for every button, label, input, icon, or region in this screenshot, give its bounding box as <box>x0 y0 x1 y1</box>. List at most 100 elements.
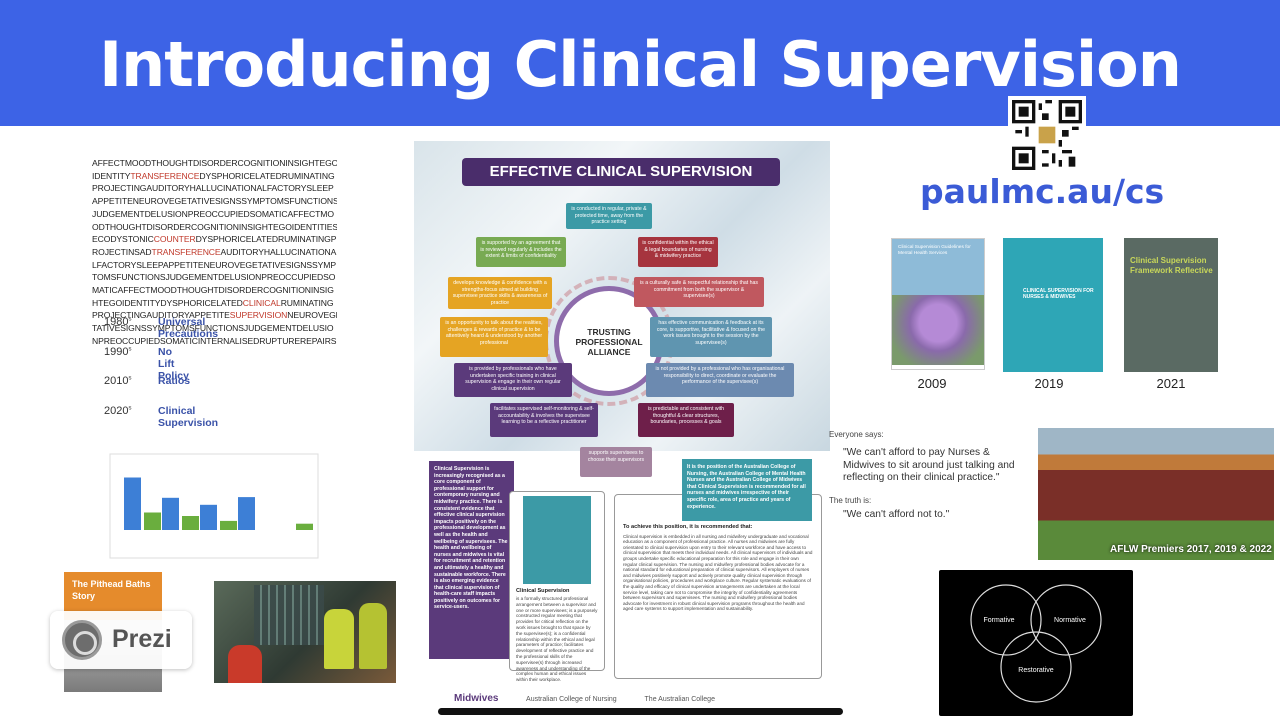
word-wall-line: IDENTITYTRANSFERENCEDYSPHORICELATEDRUMIN… <box>92 170 337 183</box>
word-wall-line: TOMSFUNCTIONSJUDGEMENTDELUSIONPREOCCUPIE… <box>92 271 337 284</box>
poster-position-panel: It is the position of the Australian Col… <box>682 459 812 521</box>
prezi-badge[interactable]: Prezi <box>50 611 192 669</box>
venn-circle-restorative <box>1000 631 1072 703</box>
everyone-says: Everyone says: <box>829 430 884 439</box>
poster-rbox-heading: To achieve this position, it is recommen… <box>623 524 753 530</box>
word-wall-line: TATIVESIGNSSYMPTOMSFUNCTIONSJUDGEMENTDEL… <box>92 322 337 335</box>
mini-chart-frame <box>109 453 319 559</box>
word-wall-line: LFACTORYSLEEPAPPETITENEUROVEGETATIVESIGN… <box>92 259 337 272</box>
venn-circle-formative <box>970 584 1042 656</box>
poster-book-thumb <box>523 496 591 584</box>
timeline-label: No Lift Policy <box>158 345 189 382</box>
word-wall-segment: AFFECTMOODTHOUGHTDISORDERCOGNITIONINSIGH… <box>92 158 337 168</box>
poster-center-text: TRUSTING PROFESSIONAL ALLIANCE <box>575 327 643 357</box>
poster-recommendations: To achieve this position, it is recommen… <box>614 494 822 679</box>
word-wall-segment: ROJECTINSAD <box>92 246 152 257</box>
poster-mid-body: is a formally structured professional ar… <box>516 596 598 683</box>
qr-code[interactable] <box>1008 96 1086 174</box>
word-wall-line: AFFECTMOODTHOUGHTDISORDERCOGNITIONINSIGH… <box>92 157 337 170</box>
prezi-logo-icon <box>62 620 102 660</box>
truth-is: The truth is: <box>829 496 872 505</box>
poster-mid-panel: Clinical Supervision is a formally struc… <box>509 491 605 682</box>
word-wall-segment: IDENTITY <box>92 170 131 181</box>
document-2021[interactable]: Clinical Supervision Framework Reflectiv… <box>1124 238 1218 372</box>
venn-circle-normative <box>1030 584 1102 656</box>
word-wall-highlight: SUPERVISION <box>229 310 288 321</box>
venn-label-restorative: Restorative <box>1018 667 1054 674</box>
document-2019[interactable]: CLINICAL SUPERVISION FOR NURSES & MIDWIV… <box>1003 238 1103 372</box>
team-caption: AFLW Premiers 2017, 2019 & 2022 <box>1110 544 1272 555</box>
poster-card: supports supervisees to choose their sup… <box>580 447 652 477</box>
timeline-year: 2010s <box>104 375 132 387</box>
poster-card: is predictable and consistent with thoug… <box>638 403 734 437</box>
word-wall-line: NPREOCCUPIEDSOMATICINTERNALISEDRUPTURERE… <box>92 335 337 348</box>
website-link[interactable]: paulmc.au/cs <box>920 172 1165 211</box>
clinical-supervision-poster: EFFECTIVE CLINICAL SUPERVISION TRUSTING … <box>414 141 830 716</box>
mini-chart-bar <box>162 497 179 530</box>
year-2019: 2019 <box>1034 376 1064 391</box>
venn-label-normative: Normative <box>1054 617 1086 624</box>
mini-chart-bar <box>200 504 217 530</box>
poster-logos: Midwives Australian College of Nursing T… <box>454 693 741 704</box>
word-wall-line: ECODYSTONICCOUNTERDYSPHORICELATEDRUMINAT… <box>92 233 337 246</box>
word-wall-line: MATICAFFECTMOODTHOUGHTDISORDERCOGNITIONI… <box>92 284 337 297</box>
logo-acmhn: The Australian College <box>644 696 715 703</box>
jacaranda-photo <box>892 295 984 365</box>
poster-card: is not provided by a professional who ha… <box>646 363 794 397</box>
poster-card: has effective communication & feedback a… <box>650 317 772 357</box>
word-wall-segment: NPREOCCUPIEDSOMATICINTERNALISEDRUPTURERE… <box>92 335 337 346</box>
word-wall-segment: ECODYSTONIC <box>92 234 154 245</box>
poster-left-panel: Clinical Supervision is increasingly rec… <box>429 461 514 659</box>
word-wall-segment: DYSPHORICELATEDRUMINATING <box>199 170 335 181</box>
word-wall-segment: LFACTORYSLEEPAPPETITENEUROVEGETATIVESIGN… <box>92 259 336 270</box>
poster-title: EFFECTIVE CLINICAL SUPERVISION <box>462 158 780 186</box>
word-wall-segment: PROJECTINGAUDITORYAPPETITE <box>92 310 230 321</box>
venn-label-formative: Formative <box>983 617 1014 624</box>
horizontal-scrollbar[interactable] <box>438 708 843 715</box>
mini-chart-bar <box>144 512 161 530</box>
word-wall-segment: JUDGEMENTDELUSIONPREOCCUPIEDSOMATICAFFEC… <box>92 208 334 219</box>
mini-chart-bar <box>220 520 237 530</box>
poster-card: is an opportunity to talk about the real… <box>440 317 548 357</box>
page-title: Introducing Clinical Supervision <box>99 28 1182 101</box>
word-wall-line: PROJECTINGAUDITORYAPPETITESUPERVISIONNEU… <box>92 309 337 322</box>
poster-card: is confidential within the ethical & leg… <box>638 237 718 267</box>
year-2009: 2009 <box>917 376 947 391</box>
word-wall-segment: DYSPHORICELATEDRUMINATINGP <box>195 234 337 245</box>
word-wall-segment: APPETITENEUROVEGETATIVESIGNSSYMPTOMSFUNC… <box>92 196 337 207</box>
year-2021: 2021 <box>1156 376 1186 391</box>
word-wall-segment: TATIVESIGNSSYMPTOMSFUNCTIONSJUDGEMENTDEL… <box>92 323 334 334</box>
word-wall-highlight: TRANSFERENCE <box>151 246 221 257</box>
logo-acn: Australian College of Nursing <box>526 696 617 703</box>
title-banner: Introducing Clinical Supervision <box>0 0 1280 126</box>
poster-card: develops knowledge & confidence with a s… <box>448 277 552 309</box>
aflw-team-photo: AFLW Premiers 2017, 2019 & 2022 <box>1038 428 1274 560</box>
poster-rbox-body: Clinical supervision is embedded in all … <box>623 533 813 612</box>
timeline-year: 1990s <box>104 345 132 358</box>
mini-chart-bar <box>182 516 199 530</box>
word-wall-segment: ODTHOUGHTDISORDERCOGNITIONINSIGHTEGOIDEN… <box>92 221 337 232</box>
word-wall-segment: AUDITORYHALLUCINATIONA <box>220 246 337 257</box>
word-wall-line: ROJECTINSADTRANSFERENCEAUDITORYHALLUCINA… <box>92 246 337 259</box>
word-wall-segment: HTEGOIDENTITYDYSPHORICELATED <box>92 297 243 308</box>
doc-2019-title: CLINICAL SUPERVISION FOR NURSES & MIDWIV… <box>1023 288 1094 300</box>
mini-chart-bar <box>238 497 255 530</box>
pithead-title: The Pithead Baths Story <box>72 579 151 601</box>
poster-card: is supported by an agreement that is rev… <box>476 237 566 267</box>
poster-card: is a culturally safe & respectful relati… <box>634 277 764 307</box>
word-wall-highlight: COUNTER <box>153 234 196 245</box>
word-wall-line: ODTHOUGHTDISORDERCOGNITIONINSIGHTEGOIDEN… <box>92 221 337 234</box>
word-wall-highlight: TRANSFERENCE <box>130 170 200 181</box>
poster-card: is conducted in regular, private & prote… <box>566 203 652 229</box>
venn-diagram: Formative Normative Restorative <box>939 570 1133 716</box>
timeline-label: Universal Precautions <box>158 316 219 340</box>
doc-2009-title: Clinical Supervision Guidelines for Ment… <box>898 245 971 256</box>
timeline-label: Clinical Supervision <box>158 404 219 429</box>
word-wall-segment: TOMSFUNCTIONSJUDGEMENTDELUSIONPREOCCUPIE… <box>92 272 336 283</box>
word-wall-segment: MATICAFFECTMOODTHOUGHTDISORDERCOGNITIONI… <box>92 285 334 296</box>
poster-card: facilitates supervised self-monitoring &… <box>490 403 598 437</box>
word-wall: AFFECTMOODTHOUGHTDISORDERCOGNITIONINSIGH… <box>92 157 337 348</box>
document-2009[interactable]: Clinical Supervision Guidelines for Ment… <box>891 238 985 370</box>
quote-cant-afford-not: "We can't afford not to." <box>843 509 950 520</box>
word-wall-segment: PROJECTINGAUDITORYHALLUCINATIONALFACTORY… <box>92 183 334 194</box>
